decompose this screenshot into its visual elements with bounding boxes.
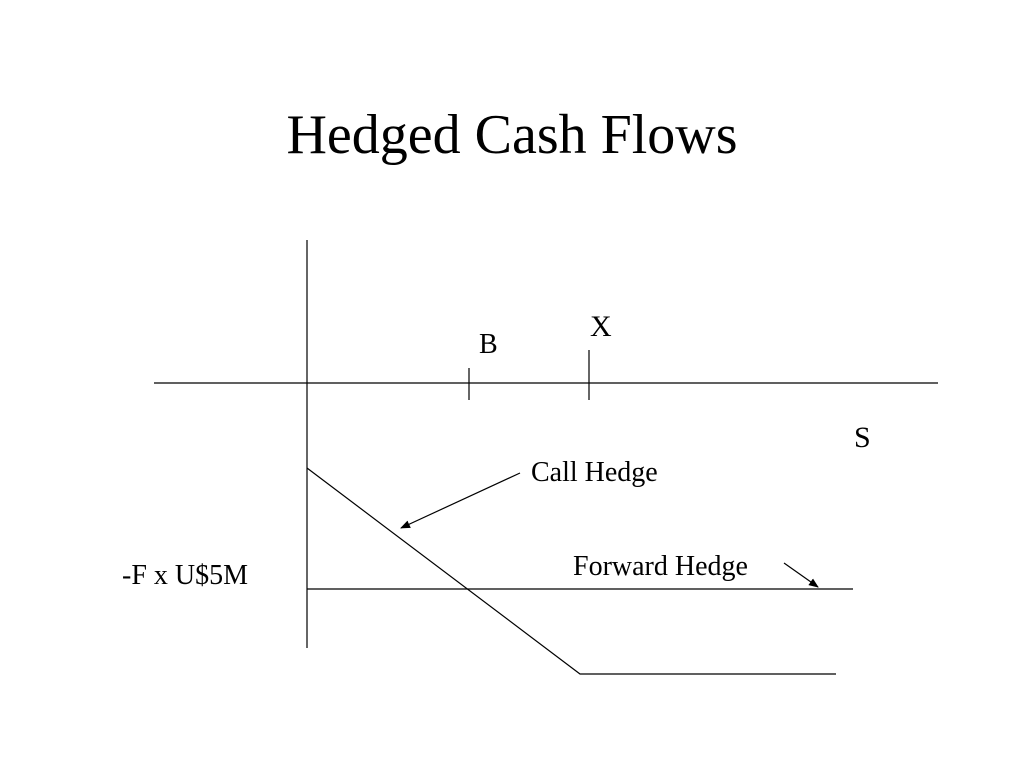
call-hedge-arrow [400,472,521,529]
forward-hedge-arrow [783,562,819,588]
axis-label-s: S [854,421,871,454]
tick-label-b: B [479,329,498,360]
call-hedge-label: Call Hedge [531,457,658,488]
level-label: -F x U$5M [122,560,248,591]
call-hedge-line [306,467,836,675]
forward-hedge-label: Forward Hedge [573,551,748,582]
tick-label-x: X [590,310,612,343]
slide-title: Hedged Cash Flows [286,104,738,166]
